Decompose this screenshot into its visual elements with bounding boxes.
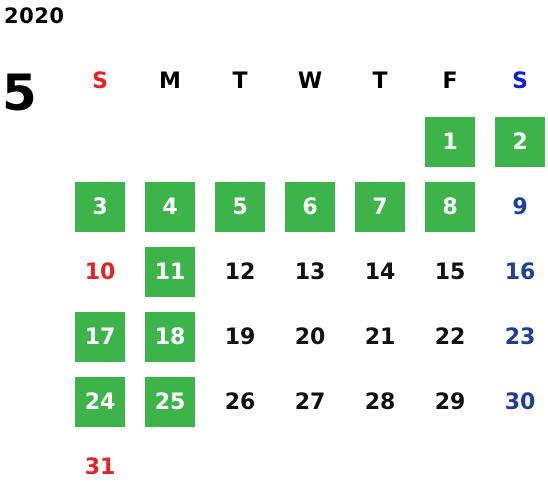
day-cell[interactable]: 19	[224, 324, 256, 350]
holiday-day-cell[interactable]: 1	[425, 117, 475, 167]
holiday-day-cell[interactable]: 2	[495, 117, 545, 167]
weekday-header-friday: F	[442, 68, 458, 94]
holiday-day-cell[interactable]: 7	[355, 182, 405, 232]
empty-day-cell	[355, 442, 405, 492]
empty-day-cell	[285, 117, 335, 167]
day-cell[interactable]: 29	[434, 389, 466, 415]
holiday-day-cell[interactable]: 3	[75, 182, 125, 232]
empty-day-cell	[215, 117, 265, 167]
holiday-day-cell[interactable]: 18	[145, 312, 195, 362]
holiday-day-cell[interactable]: 17	[75, 312, 125, 362]
day-cell[interactable]: 27	[294, 389, 326, 415]
empty-day-cell	[495, 442, 545, 492]
holiday-day-cell[interactable]: 5	[215, 182, 265, 232]
empty-day-cell	[355, 117, 405, 167]
day-cell[interactable]: 10	[84, 259, 116, 285]
empty-day-cell	[425, 442, 475, 492]
holiday-day-cell[interactable]: 8	[425, 182, 475, 232]
day-cell[interactable]: 13	[294, 259, 326, 285]
weekday-header-tuesday: T	[232, 68, 248, 94]
holiday-day-cell[interactable]: 11	[145, 247, 195, 297]
holiday-day-cell[interactable]: 25	[145, 377, 195, 427]
day-cell[interactable]: 9	[512, 194, 528, 220]
day-cell[interactable]: 14	[364, 259, 396, 285]
empty-day-cell	[145, 442, 195, 492]
day-cell[interactable]: 20	[294, 324, 326, 350]
day-cell[interactable]: 31	[84, 454, 116, 480]
day-cell[interactable]: 23	[504, 324, 536, 350]
day-cell[interactable]: 22	[434, 324, 466, 350]
weekday-header-sunday: S	[92, 68, 108, 94]
weekday-header-monday: M	[159, 68, 181, 94]
day-cell[interactable]: 12	[224, 259, 256, 285]
year-label: 2020	[4, 4, 65, 28]
empty-day-cell	[145, 117, 195, 167]
day-cell[interactable]: 16	[504, 259, 536, 285]
weekday-header-thursday: T	[372, 68, 388, 94]
empty-day-cell	[215, 442, 265, 492]
weekday-header-saturday: S	[512, 68, 528, 94]
holiday-day-cell[interactable]: 6	[285, 182, 335, 232]
day-cell[interactable]: 21	[364, 324, 396, 350]
empty-day-cell	[285, 442, 335, 492]
day-cell[interactable]: 26	[224, 389, 256, 415]
holiday-day-cell[interactable]: 4	[145, 182, 195, 232]
month-number: 5	[2, 64, 37, 122]
day-cell[interactable]: 28	[364, 389, 396, 415]
day-cell[interactable]: 15	[434, 259, 466, 285]
empty-day-cell	[75, 117, 125, 167]
holiday-day-cell[interactable]: 24	[75, 377, 125, 427]
day-cell[interactable]: 30	[504, 389, 536, 415]
weekday-header-wednesday: W	[297, 68, 323, 94]
